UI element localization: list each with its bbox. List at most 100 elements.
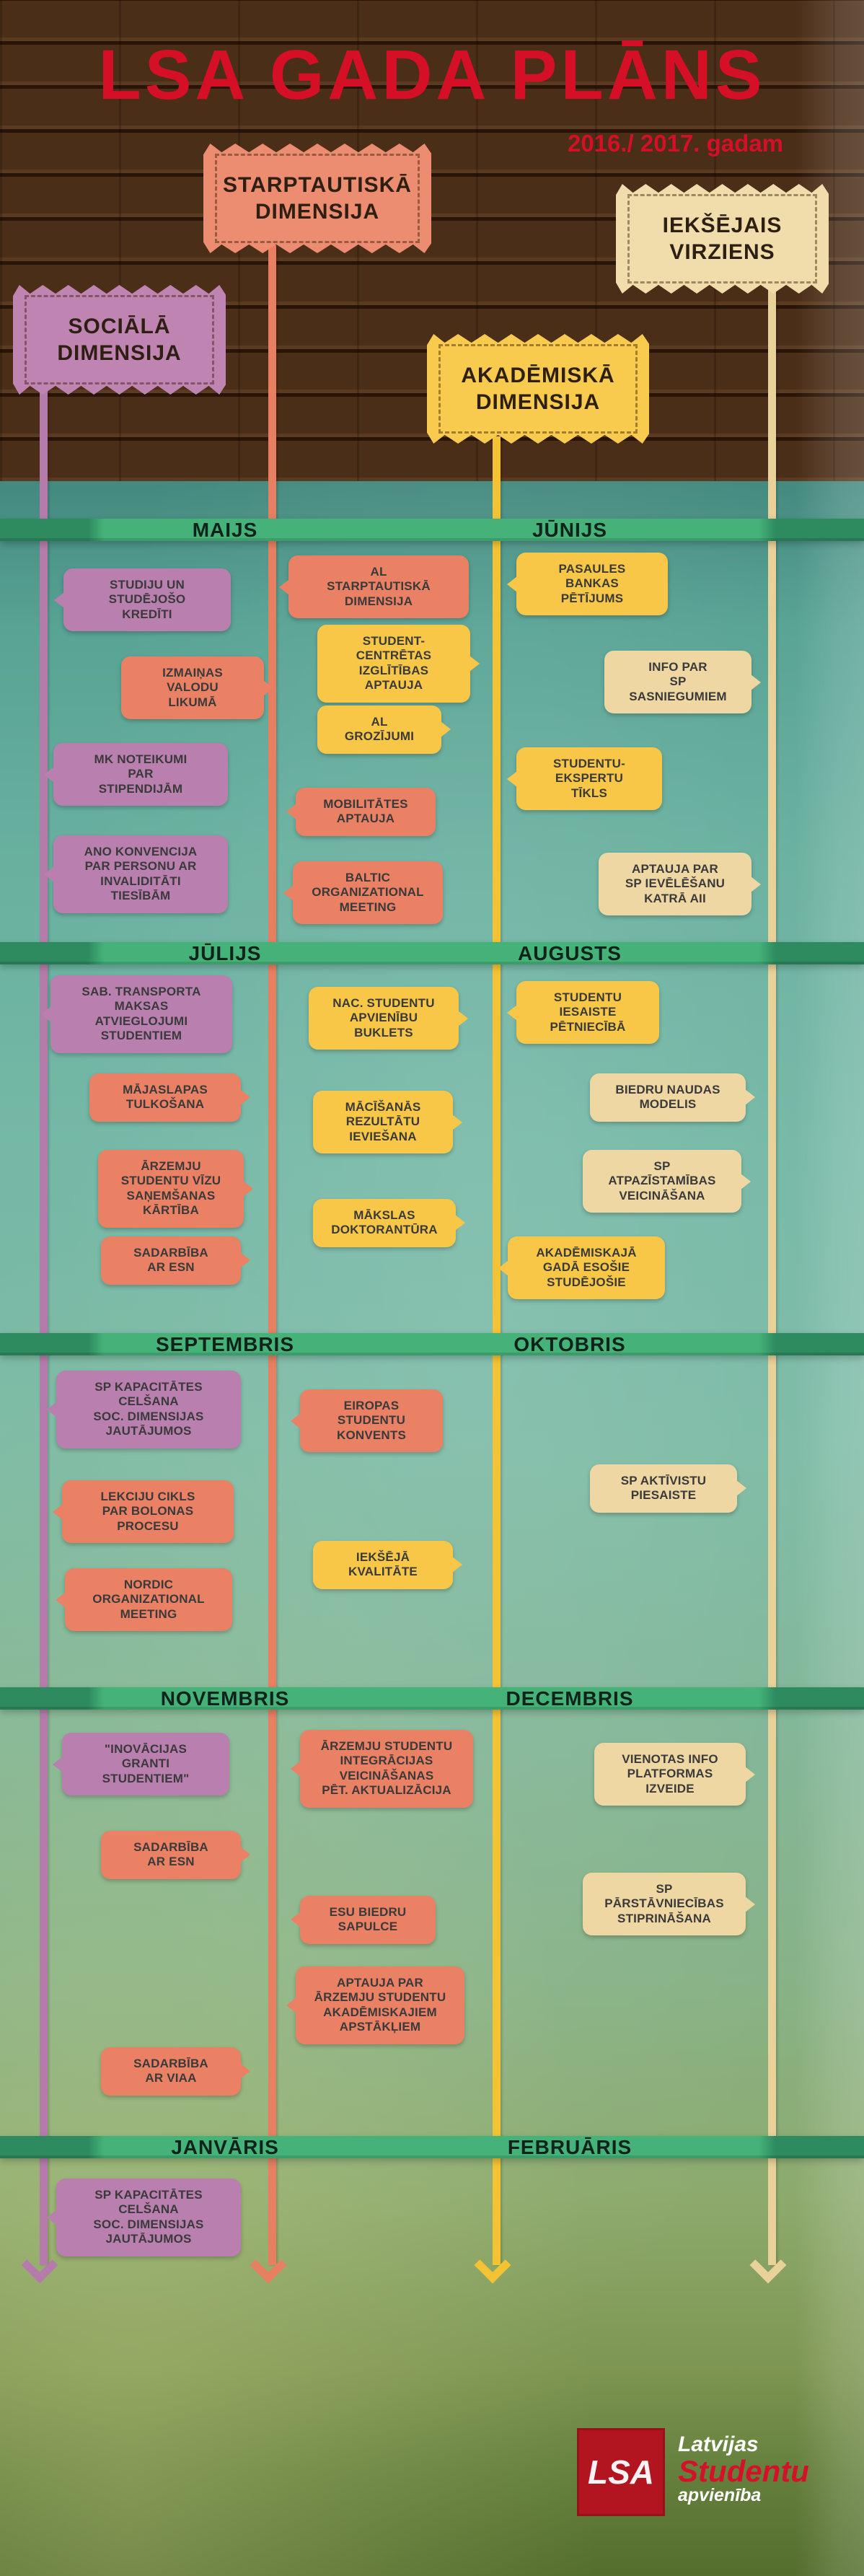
month-label: JANVĀRIS [171, 2136, 279, 2158]
event-text: MK NOTEIKUMI PAR STIPENDIJĀM [94, 752, 188, 796]
event-text: PASAULES BANKAS PĒTĪJUMS [558, 562, 626, 605]
event-text: APTAUJA PAR SP IEVĒLĒŠANU KATRĀ AII [625, 862, 726, 905]
event-bubble: APTAUJA PAR ĀRZEMJU STUDENTU AKADĒMISKAJ… [296, 1966, 464, 2044]
month-band: JANVĀRIS FEBRUĀRIS [0, 2136, 864, 2158]
sign-label: AKADĒMISKĀ DIMENSIJA [461, 363, 615, 415]
event-bubble: ĀRZEMJU STUDENTU VĪZU SAŅEMŠANAS KĀRTĪBA [98, 1150, 244, 1228]
event-text: SP KAPACITĀTES CELŠANA SOC. DIMENSIJAS J… [93, 1380, 204, 1438]
month-band: SEPTEMBRIS OKTOBRIS [0, 1333, 864, 1355]
event-text: MĀJASLAPAS TULKOŠANA [123, 1083, 208, 1112]
event-text: AL GROZĪJUMI [344, 715, 415, 744]
event-text: IEKŠĒJĀ KVALITĀTE [348, 1550, 418, 1579]
sign-internal-direction: IEKŠĒJAIS VIRZIENS [616, 184, 829, 294]
event-bubble: MĀKSLAS DOKTORANTŪRA [313, 1199, 456, 1247]
month-label: MAIJS [192, 519, 258, 541]
month-label: JŪNIJS [532, 519, 608, 541]
event-bubble: AL GROZĪJUMI [317, 705, 441, 754]
month-label: DECEMBRIS [506, 1687, 634, 1710]
event-text: SAB. TRANSPORTA MAKSAS ATVIEGLOJUMI STUD… [81, 985, 201, 1043]
poster-title: LSA GADA PLĀNS [98, 35, 766, 114]
pole-international [268, 245, 276, 2265]
month-band: NOVEMBRIS DECEMBRIS [0, 1687, 864, 1710]
event-text: SP ATPAZĪSTAMĪBAS VEICINĀŠANA [608, 1159, 716, 1203]
event-bubble: SP PĀRSTĀVNIECĪBAS STIPRINĀŠANA [583, 1873, 746, 1936]
sign-academic-dimension: AKADĒMISKĀ DIMENSIJA [427, 334, 649, 444]
event-text: SP PĀRSTĀVNIECĪBAS STIPRINĀŠANA [604, 1882, 724, 1925]
event-bubble: "INOVĀCIJAS GRANTI STUDENTIEM" [62, 1733, 229, 1796]
event-bubble: SP KAPACITĀTES CELŠANA SOC. DIMENSIJAS J… [56, 2179, 241, 2256]
event-text: MĀKSLAS DOKTORANTŪRA [331, 1208, 438, 1237]
event-text: BIEDRU NAUDAS MODELIS [615, 1083, 720, 1112]
month-label: OKTOBRIS [513, 1333, 626, 1355]
event-text: BALTIC ORGANIZATIONAL MEETING [312, 871, 424, 914]
event-text: SADARBĪBA AR VIAA [133, 2057, 208, 2085]
event-text: ANO KONVENCIJA PAR PERSONU AR INVALIDITĀ… [84, 845, 198, 903]
event-bubble: IEKŠĒJĀ KVALITĀTE [313, 1541, 453, 1589]
event-text: AL STARPTAUTISKĀ DIMENSIJA [327, 565, 431, 608]
lsa-logo-mark: LSA [577, 2428, 665, 2516]
event-bubble: PASAULES BANKAS PĒTĪJUMS [516, 553, 668, 616]
event-text: EIROPAS STUDENTU KONVENTS [336, 1399, 407, 1442]
event-bubble: STUDENTU- EKSPERTU TĪKLS [516, 747, 662, 811]
event-bubble: SP KAPACITĀTES CELŠANA SOC. DIMENSIJAS J… [56, 1371, 241, 1449]
event-text: APTAUJA PAR ĀRZEMJU STUDENTU AKADĒMISKAJ… [314, 1976, 446, 2034]
event-text: "INOVĀCIJAS GRANTI STUDENTIEM" [102, 1742, 190, 1785]
event-bubble: ĀRZEMJU STUDENTU INTEGRĀCIJAS VEICINĀŠAN… [300, 1730, 473, 1808]
event-text: ĀRZEMJU STUDENTU VĪZU SAŅEMŠANAS KĀRTĪBA [120, 1159, 221, 1218]
logo-line-studentu: Studentu [678, 2453, 809, 2488]
event-bubble: LEKCIJU CIKLS PAR BOLONAS PROCESU [62, 1480, 234, 1544]
month-label: NOVEMBRIS [160, 1687, 290, 1710]
event-bubble: MĀCĪŠANĀS REZULTĀTU IEVIEŠANA [313, 1091, 453, 1154]
event-text: ESU BIEDRU SAPULCE [329, 1905, 407, 1934]
event-text: LEKCIJU CIKLS PAR BOLONAS PROCESU [100, 1490, 195, 1533]
month-label: FEBRUĀRIS [507, 2136, 632, 2158]
event-bubble: INFO PAR SP SASNIEGUMIEM [604, 651, 751, 714]
month-label: JŪLIJS [188, 942, 262, 964]
event-bubble: SADARBĪBA AR ESN [101, 1831, 241, 1879]
month-band: JŪLIJS AUGUSTS [0, 942, 864, 964]
sign-label: STARPTAUTISKĀ DIMENSIJA [223, 172, 412, 224]
event-bubble: NORDIC ORGANIZATIONAL MEETING [65, 1568, 232, 1632]
event-bubble: AL STARPTAUTISKĀ DIMENSIJA [288, 555, 469, 619]
logo-line-apvieniba: apvienība [678, 2485, 762, 2506]
event-text: STUDENTU IESAISTE PĒTNIECĪBĀ [550, 990, 626, 1034]
event-bubble: SAB. TRANSPORTA MAKSAS ATVIEGLOJUMI STUD… [50, 975, 232, 1053]
month-label: AUGUSTS [518, 942, 622, 964]
event-bubble: MK NOTEIKUMI PAR STIPENDIJĀM [53, 743, 228, 806]
event-bubble: BALTIC ORGANIZATIONAL MEETING [293, 861, 443, 925]
lsa-logo-wordmark: Latvijas Studentu apvienība [678, 2432, 809, 2506]
logo-line-latvijas: Latvijas [678, 2432, 759, 2456]
event-bubble: APTAUJA PAR SP IEVĒLĒŠANU KATRĀ AII [599, 853, 751, 916]
sign-international-dimension: STARPTAUTISKĀ DIMENSIJA [203, 144, 431, 253]
event-bubble: AKADĒMISKAJĀ GADĀ ESOŠIE STUDĒJOŠIE [508, 1236, 665, 1300]
event-text: SP KAPACITĀTES CELŠANA SOC. DIMENSIJAS J… [93, 2188, 204, 2246]
sign-label: SOCIĀLĀ DIMENSIJA [57, 314, 182, 366]
month-band: MAIJS JŪNIJS [0, 519, 864, 541]
event-text: SADARBĪBA AR ESN [133, 1246, 208, 1275]
poster-subtitle: 2016./ 2017. gadam [567, 130, 783, 157]
event-text: SP AKTĪVISTU PIESAISTE [620, 1474, 707, 1503]
month-label: SEPTEMBRIS [155, 1333, 295, 1355]
event-bubble: ANO KONVENCIJA PAR PERSONU AR INVALIDITĀ… [53, 835, 228, 913]
pole-social [40, 386, 48, 2265]
event-text: STUDENT- CENTRĒTAS IZGLĪTĪBAS APTAUJA [356, 634, 432, 693]
event-text: MOBILITĀTES APTAUJA [323, 797, 408, 826]
event-text: INFO PAR SP SASNIEGUMIEM [629, 660, 727, 703]
event-text: STUDENTU- EKSPERTU TĪKLS [552, 757, 625, 800]
event-text: VIENOTAS INFO PLATFORMAS IZVEIDE [622, 1752, 718, 1795]
event-bubble: STUDENT- CENTRĒTAS IZGLĪTĪBAS APTAUJA [317, 625, 470, 703]
event-bubble: STUDENTU IESAISTE PĒTNIECĪBĀ [516, 981, 659, 1045]
event-text: STUDIJU UN STUDĒJOŠO KREDĪTI [108, 578, 186, 621]
event-text: IZMAIŅAS VALODU LIKUMĀ [162, 666, 223, 709]
event-bubble: ESU BIEDRU SAPULCE [300, 1896, 436, 1944]
event-bubble: MOBILITĀTES APTAUJA [296, 788, 436, 836]
event-text: SADARBĪBA AR ESN [133, 1840, 208, 1869]
sign-label: IEKŠĒJAIS VIRZIENS [662, 213, 783, 265]
event-text: NAC. STUDENTU APVIENĪBU BUKLETS [332, 996, 435, 1039]
event-text: NORDIC ORGANIZATIONAL MEETING [92, 1578, 205, 1621]
event-bubble: SADARBĪBA AR VIAA [101, 2047, 241, 2096]
event-bubble: STUDIJU UN STUDĒJOŠO KREDĪTI [63, 568, 231, 632]
event-bubble: SADARBĪBA AR ESN [101, 1236, 241, 1285]
right-edge-highlight [795, 0, 864, 2576]
event-bubble: IZMAIŅAS VALODU LIKUMĀ [121, 656, 264, 720]
